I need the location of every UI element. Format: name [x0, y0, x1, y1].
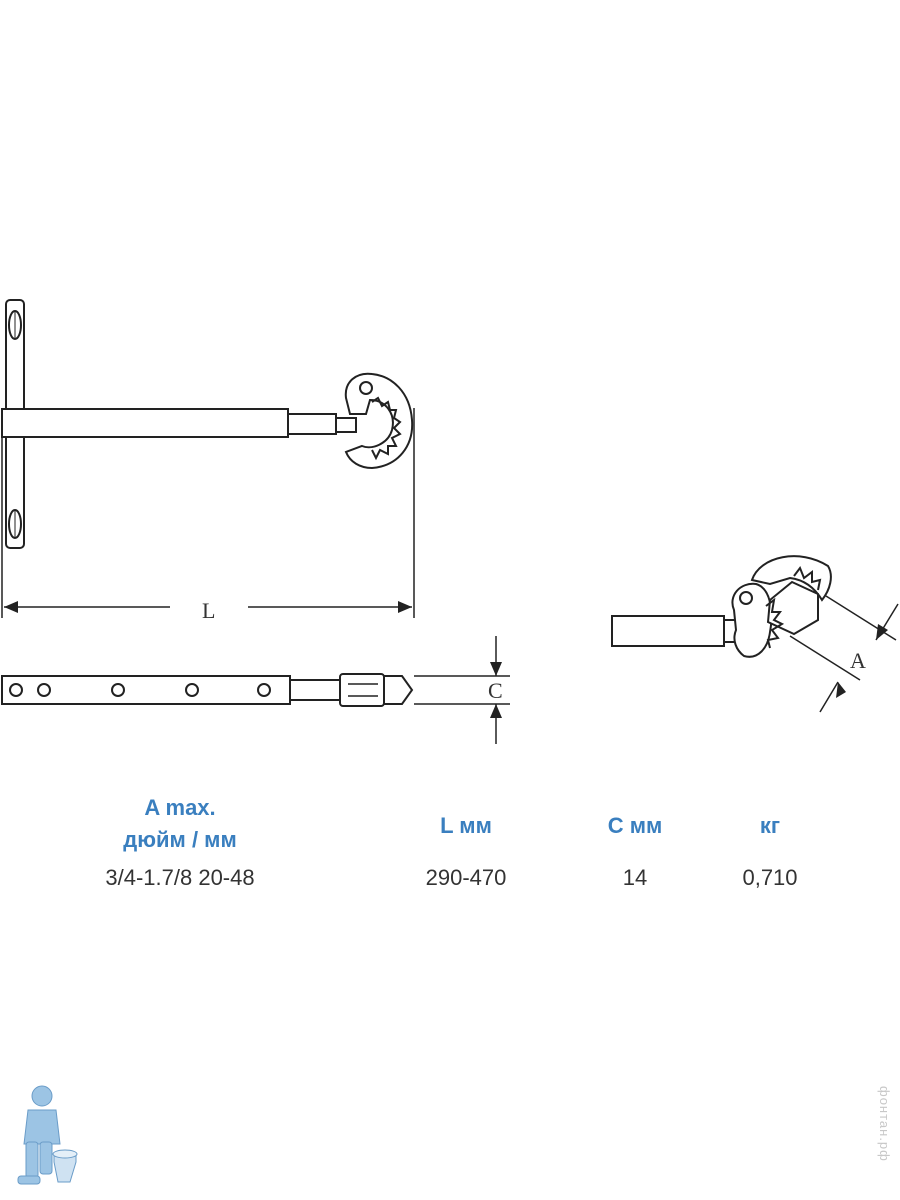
header-a-line1: A max. [144, 795, 216, 820]
value-a: 3/4-1.7/8 20-48 [105, 865, 255, 890]
wrench-jaw-top-view [344, 372, 414, 470]
label-A: A [850, 648, 866, 673]
header-l: L мм [440, 813, 492, 838]
dimension-A [789, 595, 899, 713]
label-L: L [202, 598, 215, 623]
watermark-text: фонтан.рф [877, 1086, 892, 1162]
header-kg: кг [759, 813, 781, 838]
header-a-max: A max. дюйм / мм [80, 792, 280, 856]
value-l: 290-470 [425, 865, 507, 890]
header-c: C мм [607, 813, 663, 838]
value-c: 14 [622, 865, 648, 890]
header-a-line2: дюйм / мм [123, 827, 237, 852]
dimension-L [1, 408, 415, 618]
wrench-shaft-top-view [1, 408, 357, 438]
wrench-technical-drawing: L C A [1, 299, 899, 744]
wrench-shaft-side-view [1, 673, 414, 707]
value-kg: 0,710 [742, 865, 798, 890]
wrench-jaw-detail-view [611, 555, 832, 658]
label-C: C [488, 678, 503, 703]
dimension-C [414, 636, 510, 744]
plumber-logo-icon [17, 1085, 78, 1185]
